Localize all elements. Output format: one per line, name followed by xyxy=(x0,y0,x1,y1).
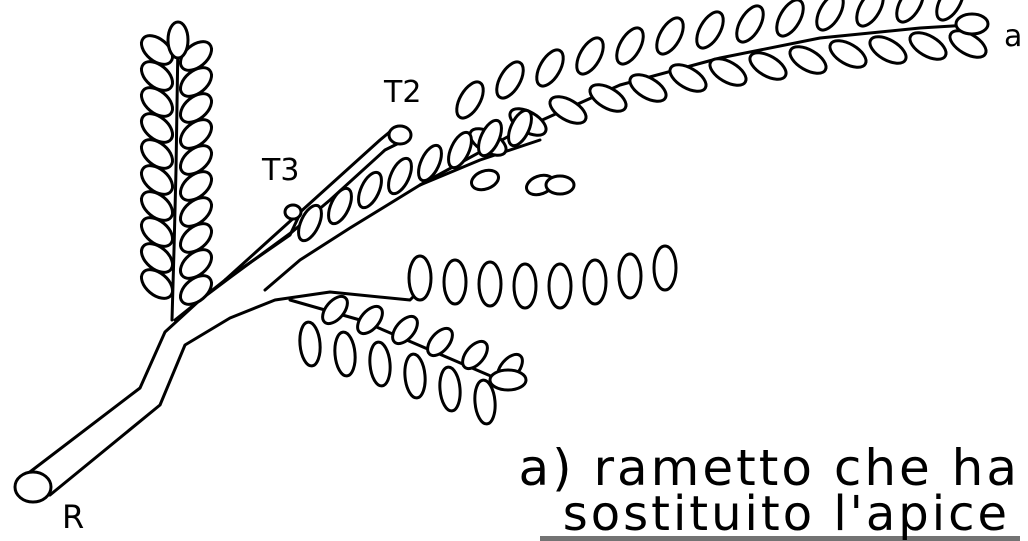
leaflet xyxy=(731,2,768,47)
leaflet xyxy=(546,176,574,194)
leaflet xyxy=(666,59,711,96)
leaflet xyxy=(956,14,988,34)
leaflet xyxy=(531,46,568,91)
leaflet xyxy=(469,167,501,193)
leaflet xyxy=(571,34,608,79)
leaflet xyxy=(403,353,427,399)
label-a: a xyxy=(1004,19,1022,54)
leaflet xyxy=(651,14,688,59)
leaflet xyxy=(318,292,352,328)
caption-line-2: sostituito l'apice xyxy=(563,486,1010,541)
leaflet xyxy=(584,260,606,304)
leaflet xyxy=(611,24,648,69)
leaflet xyxy=(626,69,671,106)
leaflet xyxy=(546,91,591,128)
leaflet xyxy=(746,47,791,84)
leaflets xyxy=(136,0,990,425)
leaflet xyxy=(409,256,431,300)
leaflet xyxy=(654,246,676,290)
leaflet xyxy=(298,321,322,367)
leaflet xyxy=(458,337,492,373)
bud-t2 xyxy=(389,126,411,144)
leaflet xyxy=(826,35,871,72)
leaflet xyxy=(514,264,536,308)
label-r: R xyxy=(62,498,84,536)
leaflet xyxy=(168,22,188,58)
bud-t3 xyxy=(285,205,301,219)
leaflet xyxy=(771,0,808,40)
leaflet xyxy=(906,27,951,64)
leaflet xyxy=(388,312,422,348)
leaflet xyxy=(444,260,466,304)
leaflet xyxy=(549,264,571,308)
leaflet xyxy=(786,41,831,78)
label-t3: T3 xyxy=(261,153,299,188)
leaflet xyxy=(619,254,641,298)
leaflet xyxy=(333,331,357,377)
leaflet xyxy=(490,370,526,390)
label-t2: T2 xyxy=(383,75,421,110)
leaflet xyxy=(866,31,911,68)
leaflet xyxy=(891,0,928,26)
leaflet xyxy=(851,0,888,30)
leaflet xyxy=(324,185,356,227)
caption-line-3-fragment xyxy=(540,536,1020,541)
leaflet xyxy=(491,58,528,103)
leaflet xyxy=(353,302,387,338)
base-cut-circle xyxy=(15,472,51,502)
leaflet xyxy=(451,78,488,123)
leaflet xyxy=(691,8,728,53)
leaflet xyxy=(811,0,848,34)
leaflet xyxy=(479,262,501,306)
leaflet xyxy=(706,53,751,90)
leaflet xyxy=(423,324,457,360)
leaflet xyxy=(438,366,462,412)
leaflet xyxy=(368,341,392,387)
